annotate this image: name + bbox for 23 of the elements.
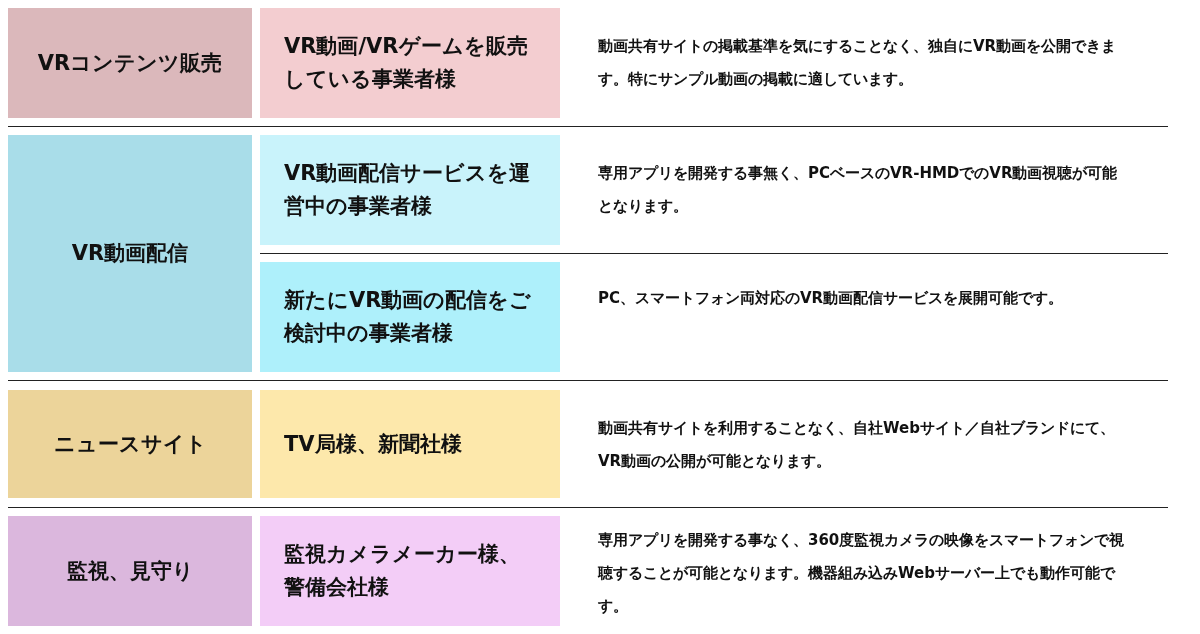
target-box	[260, 390, 560, 498]
target-label: VR動画/VRゲームを販売している事業者様	[284, 33, 529, 93]
category-box	[8, 8, 252, 118]
target-label: 監視カメラメーカー様、警備会社様	[284, 541, 521, 601]
target-box	[260, 262, 560, 372]
target-label: 新たにVR動画の配信をご検討中の事業者様	[284, 287, 533, 347]
description-text: 専用アプリを開発する事なく、360度監視カメラの映像をスマートフォンで視聴することが可能となります。機器組み込みWebサーバー上でも動作可能です。	[598, 530, 1126, 617]
description-text: 動画共有サイトを利用することなく、自社Webサイト／自社ブランドにて、VR動画の公開が可能となります。	[598, 418, 1116, 472]
target-box	[260, 8, 560, 118]
target-box	[260, 516, 560, 626]
target-label: VR動画配信サービスを運営中の事業者様	[284, 160, 532, 220]
target-box	[260, 135, 560, 245]
category-label: ニュースサイト	[53, 430, 207, 458]
category-box	[8, 516, 252, 626]
category-box	[8, 390, 252, 498]
description-text: 専用アプリを開発する事無く、PCベースのVR-HMDでのVR動画視聴が可能となります。	[598, 163, 1119, 217]
description-text: 動画共有サイトの掲載基準を気にすることなく、独自にVR動画を公開できます。特にサンプル動画の掲載に適しています。	[598, 36, 1118, 90]
category-label: VR動画配信	[71, 240, 189, 268]
category-label: 監視、見守り	[66, 557, 194, 585]
description-text: PC、スマートフォン両対応のVR動画配信サービスを展開可能です。	[598, 288, 1065, 309]
category-label: VRコンテンツ販売	[37, 49, 223, 77]
target-label: TV局様、新聞社様	[284, 430, 462, 458]
category-box	[8, 135, 252, 372]
